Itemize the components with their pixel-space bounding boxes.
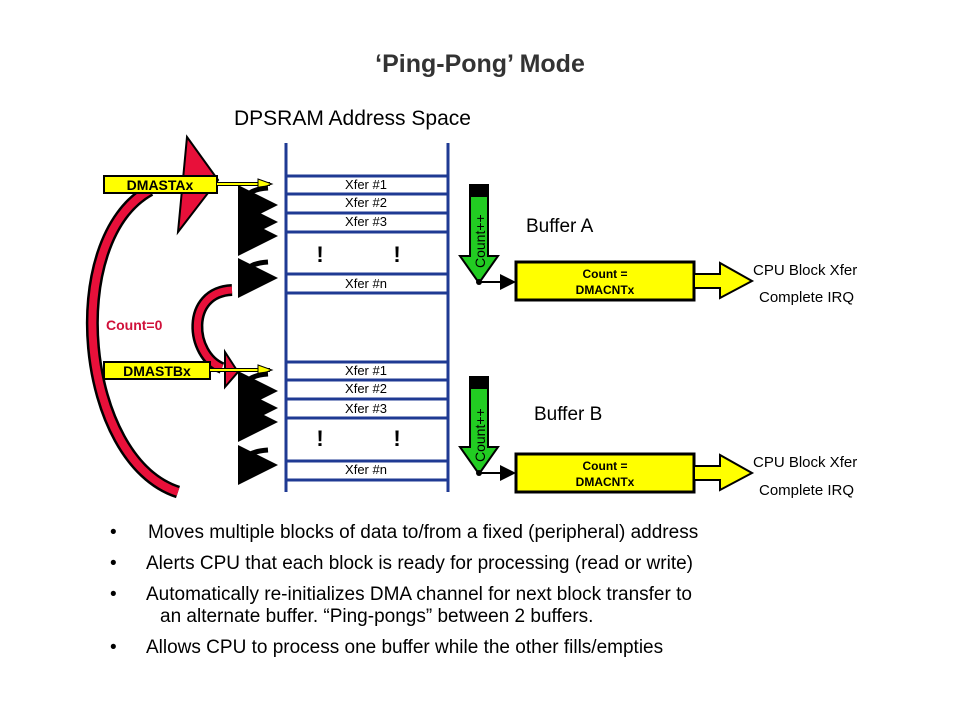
ellipsis-mark: ! [393,426,400,451]
bullet-item: • Allows CPU to process one buffer while… [110,637,930,659]
dmastax-label: DMASTAx [127,177,194,193]
buffer-a-row: Xfer #3 [345,214,387,229]
bullet-dot: • [110,584,117,605]
ellipsis-mark: ! [316,242,323,267]
buffer-b-row: Xfer #3 [345,401,387,416]
bullet-dot: • [110,522,117,543]
count-increment-label-b: Count++ [472,408,488,462]
buffer-a-row: Xfer #2 [345,195,387,210]
irq-label-a-line1: CPU Block Xfer [753,262,857,279]
ping-pong-diagram: Count=0 DMASTAx DMASTBx [85,134,857,499]
count-box-line: DMACNTx [576,283,635,297]
buffer-b-row: Xfer #n [345,462,387,477]
dmastax-pointer: DMASTAx [103,175,274,194]
bullet-text: Automatically re-initializes DMA channel… [146,584,692,605]
buffer-b-label: Buffer B [534,404,602,425]
dmastbx-label: DMASTBx [123,363,191,379]
bullet-dot: • [110,637,117,658]
irq-label-b-line1: CPU Block Xfer [753,454,857,471]
bullet-text: Allows CPU to process one buffer while t… [146,637,664,658]
transfer-loop-arrows-b [237,370,278,485]
bullet-item: • Moves multiple blocks of data to/from … [110,522,930,544]
dpsram-memory-map [284,143,450,492]
buffer-a-row: Xfer #n [345,276,387,291]
irq-label-b-line2: Complete IRQ [759,482,854,499]
bullet-continuation: an alternate buffer. “Ping-pongs” betwee… [110,606,930,628]
ellipsis-mark: ! [316,426,323,451]
count-increment-arrow-a: Count++ [458,184,516,290]
buffer-a-rows: Xfer #1 Xfer #2 Xfer #3 ! ! Xfer #n [316,177,400,291]
buffer-a-row: Xfer #1 [345,177,387,192]
count-zero-label: Count=0 [106,317,163,333]
address-space-title: DPSRAM Address Space [234,107,471,130]
transfer-loop-arrows-a [237,184,278,298]
bullet-item: • Alerts CPU that each block is ready fo… [110,553,930,575]
buffer-b-rows: Xfer #1 Xfer #2 Xfer #3 ! ! Xfer #n [316,363,400,477]
bullet-text: Alerts CPU that each block is ready for … [146,553,693,574]
buffer-b-row: Xfer #2 [345,381,387,396]
irq-label-a-line2: Complete IRQ [759,289,854,306]
bullet-list: • Moves multiple blocks of data to/from … [110,522,930,668]
dmastbx-pointer: DMASTBx [103,361,274,380]
slide-title: ‘Ping-Pong’ Mode [375,50,585,78]
buffer-b-row: Xfer #1 [345,363,387,378]
count-compare-box-b: Count = DMACNTx [514,452,755,494]
count-box-line: Count = [583,267,628,281]
bullet-text: an alternate buffer. “Ping-pongs” betwee… [160,606,594,627]
bullet-dot: • [110,553,117,574]
count-box-line: DMACNTx [576,475,635,489]
count-increment-label-a: Count++ [472,214,488,268]
bullet-item: • Automatically re-initializes DMA chann… [110,584,930,606]
count-compare-box-a: Count = DMACNTx [514,260,755,302]
ellipsis-mark: ! [393,242,400,267]
buffer-a-label: Buffer A [526,216,594,237]
count-increment-arrow-b: Count++ [458,376,516,481]
bullet-text: Moves multiple blocks of data to/from a … [148,522,699,543]
count-box-line: Count = [583,459,628,473]
